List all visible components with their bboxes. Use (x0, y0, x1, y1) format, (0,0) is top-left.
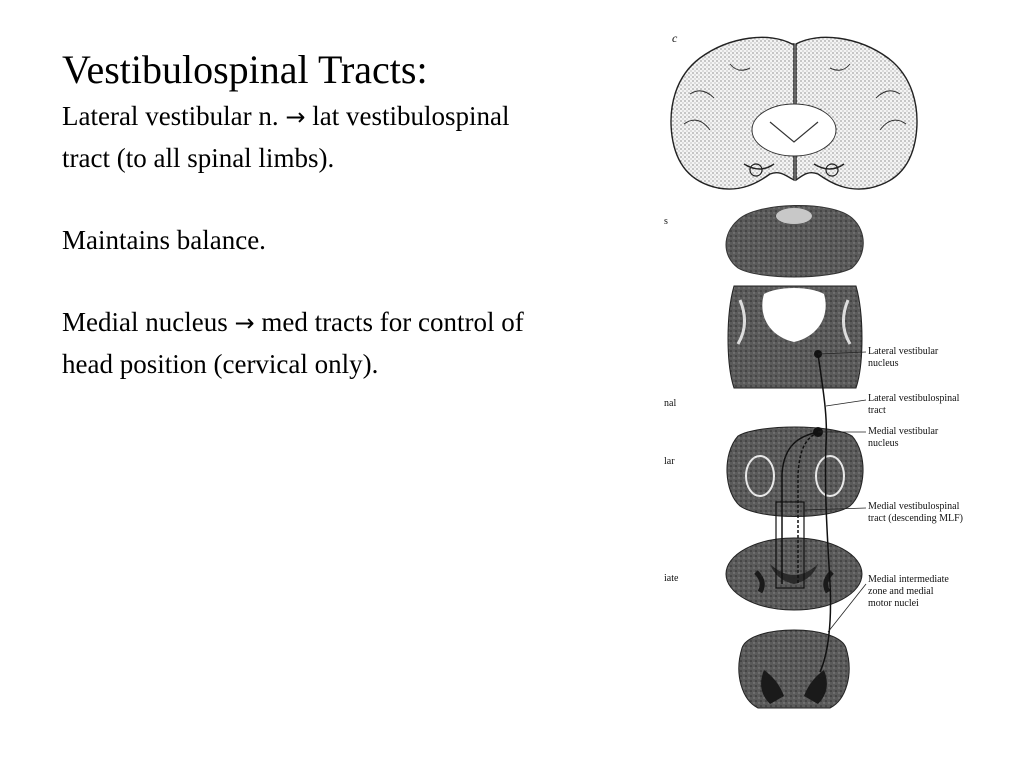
midbrain-section (725, 205, 864, 278)
medulla-caudal-section (726, 426, 864, 517)
paragraph-balance: Maintains balance. (62, 225, 266, 255)
figure-labels: Lateral vestibular nucleus Lateral vesti… (868, 346, 963, 609)
lateral-nucleus-text: Lateral vestibular n. (62, 101, 279, 131)
edge-fragment: lar (664, 456, 675, 467)
right-arrow-icon: → (234, 309, 255, 337)
spacer (62, 179, 532, 220)
edge-fragment: iate (664, 573, 679, 584)
slide-text-block: Vestibulospinal Tracts: Lateral vestibul… (62, 44, 532, 385)
paragraph-medial-nucleus: Medial nucleus → med tracts for control … (62, 302, 532, 385)
label-lateral-vestibulospinal-tract: Lateral vestibulospinal tract (868, 393, 962, 416)
label-medial-vestibular-nucleus: Medial vestibular nucleus (868, 426, 941, 449)
coronal-cerebrum-section (670, 36, 918, 190)
label-leader-lines (803, 351, 867, 633)
neuroanatomy-figure: c s nal lar iate (660, 24, 986, 714)
label-lateral-vestibular-nucleus: Lateral vestibular nucleus (868, 346, 941, 369)
medial-tract-text: med tracts for control of head position … (62, 307, 524, 379)
brain-section-diagram: c s nal lar iate (664, 31, 963, 709)
label-medial-vestibulospinal-tract: Medial vestibulospinal tract (descending… (868, 501, 963, 524)
panel-letter: c (672, 31, 678, 45)
slide-body: Lateral vestibular n. → lat vestibulospi… (62, 96, 532, 385)
spinal-cord-lower-section (738, 629, 850, 709)
edge-fragment: s (664, 216, 668, 227)
label-medial-intermediate-zone: Medial intermediate zone and medial moto… (868, 574, 951, 609)
edge-fragment: nal (664, 398, 676, 409)
paragraph-lateral-nucleus: Lateral vestibular n. → lat vestibulospi… (62, 96, 532, 179)
vestibulospinal-tract-lines (775, 353, 832, 673)
lateral-tract-text: lat vestibulospinal tract (to all spinal… (62, 101, 510, 173)
right-arrow-icon: → (285, 103, 306, 131)
medulla-rostral-section (727, 285, 863, 389)
medial-nucleus-text: Medial nucleus (62, 307, 228, 337)
spinal-cord-cervical-section (725, 537, 863, 611)
spacer (62, 261, 532, 302)
slide-title: Vestibulospinal Tracts: (62, 47, 428, 92)
